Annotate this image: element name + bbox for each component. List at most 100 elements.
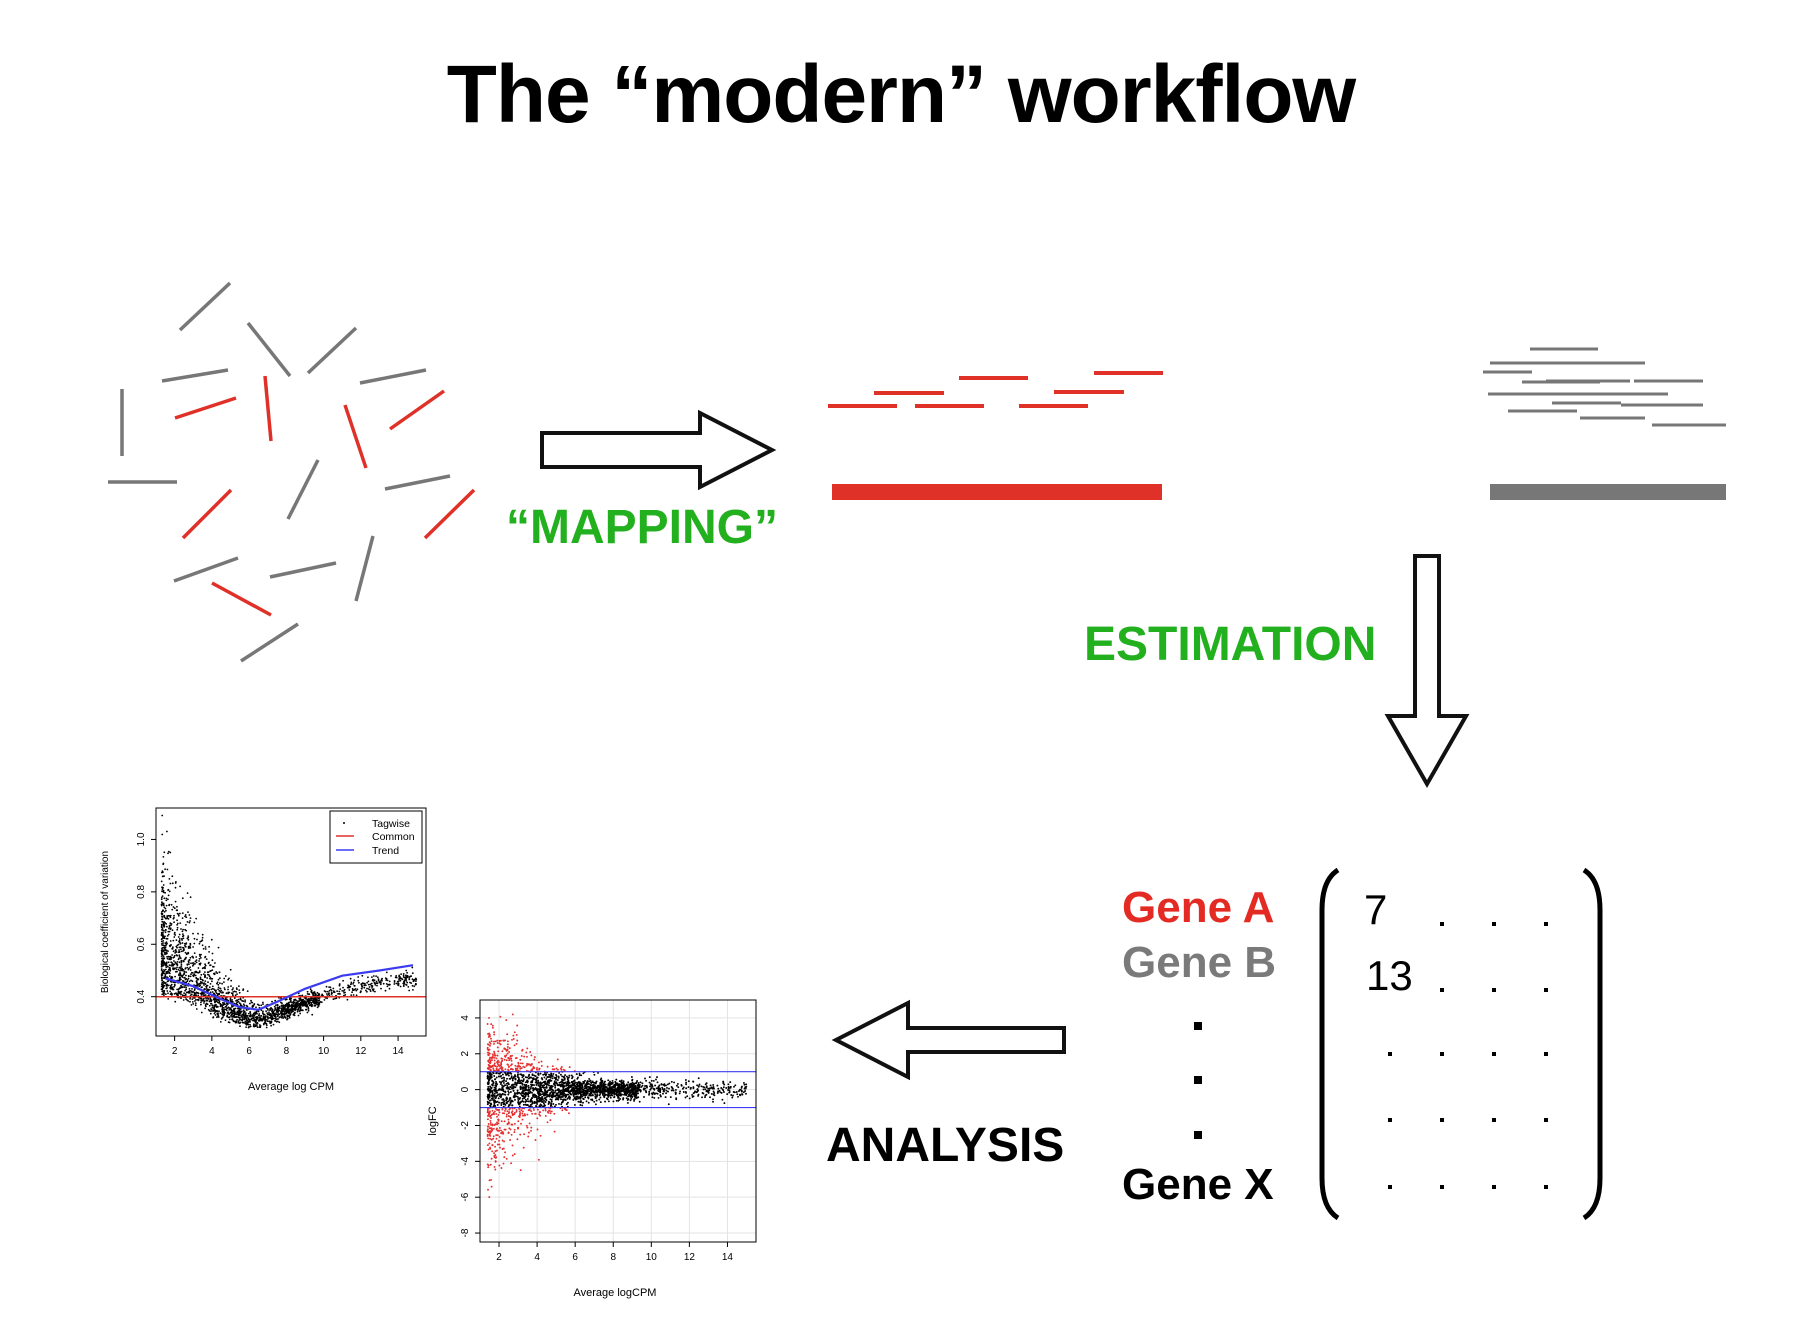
bcv-point	[296, 1010, 299, 1013]
smear-point	[489, 1044, 491, 1047]
bcv-point	[162, 933, 164, 936]
smear-point	[489, 1056, 492, 1059]
bcv-point	[413, 978, 416, 981]
smear-point	[495, 1085, 498, 1087]
smear-point	[651, 1084, 653, 1087]
bcv-point	[328, 989, 331, 992]
bcv-point	[239, 1010, 242, 1013]
smear-point	[530, 1126, 533, 1129]
smear-point	[704, 1096, 706, 1099]
bcv-point	[363, 986, 366, 989]
smear-point	[622, 1088, 625, 1091]
smear-point	[575, 1095, 578, 1098]
matrix-dot	[1440, 1185, 1444, 1189]
smear-point	[528, 1109, 531, 1112]
smear-point	[507, 1132, 510, 1134]
smear-point	[498, 1143, 501, 1146]
bcv-point	[262, 1010, 264, 1013]
smear-point	[486, 1023, 489, 1025]
bcv-point	[173, 907, 176, 910]
smear-point	[544, 1114, 547, 1117]
bcv-point	[352, 981, 355, 984]
smear-point	[498, 1126, 501, 1129]
bcv-point	[388, 980, 391, 983]
smear-point	[500, 1132, 503, 1135]
bcv-point	[194, 974, 197, 977]
bcv-point	[355, 994, 358, 997]
smear-point	[510, 1076, 513, 1079]
smear-point	[504, 1084, 507, 1087]
smear-point	[616, 1082, 619, 1085]
smear-point	[547, 1095, 549, 1098]
smear-point	[503, 1058, 506, 1061]
bcv-x-axis-label: Average log CPM	[248, 1081, 334, 1093]
smear-point	[684, 1079, 687, 1081]
smear-point	[549, 1112, 552, 1115]
smear-point	[544, 1080, 547, 1083]
bcv-point	[194, 971, 197, 973]
smear-point	[518, 1107, 521, 1110]
bcv-point	[352, 989, 354, 992]
smear-point	[595, 1095, 598, 1098]
smear-point	[494, 1054, 497, 1057]
smear-point	[486, 1133, 489, 1136]
smear-point	[494, 1140, 497, 1143]
smear-point	[555, 1081, 558, 1084]
bcv-point	[354, 988, 357, 990]
smear-point	[631, 1081, 634, 1084]
smear-point	[544, 1090, 547, 1093]
smear-point	[537, 1158, 540, 1161]
bcv-point	[217, 978, 220, 981]
bcv-point	[249, 1014, 252, 1016]
bcv-point	[233, 997, 236, 1000]
bcv-point	[169, 851, 172, 854]
smear-point	[533, 1058, 536, 1061]
smear-point	[504, 1128, 507, 1131]
bcv-point	[325, 985, 328, 988]
smear-point	[522, 1086, 525, 1089]
bcv-point	[405, 969, 408, 972]
smear-point	[494, 1040, 497, 1043]
smear-point	[686, 1095, 689, 1098]
smear-point	[544, 1101, 547, 1103]
bcv-point	[165, 987, 168, 990]
bcv-point	[179, 912, 181, 915]
bcv-point	[165, 964, 168, 967]
bcv-point	[182, 974, 184, 977]
bcv-point	[342, 979, 344, 982]
bcv-point	[311, 1013, 314, 1016]
smear-point	[494, 1101, 497, 1103]
mapped-reads-gene-a	[828, 371, 1163, 408]
smear-point	[584, 1079, 586, 1082]
smear-point	[547, 1111, 550, 1114]
smear-point	[558, 1095, 561, 1098]
smear-point	[529, 1091, 531, 1093]
bcv-point	[346, 986, 349, 989]
smear-point	[626, 1101, 629, 1104]
bcv-point	[216, 981, 219, 984]
bcv-point	[184, 967, 187, 970]
bcv-point	[163, 929, 165, 932]
bcv-point	[224, 975, 227, 977]
smear-point	[490, 1114, 493, 1116]
bcv-point	[221, 1011, 224, 1013]
bcv-point	[318, 997, 321, 999]
bcv-point	[376, 976, 379, 979]
bcv-point	[183, 986, 186, 988]
smear-point	[519, 1086, 522, 1089]
bcv-point	[236, 1018, 239, 1021]
smear-point	[543, 1076, 546, 1079]
bcv-point	[411, 984, 414, 987]
smear-point	[631, 1095, 634, 1098]
bcv-point	[414, 982, 417, 985]
bcv-point	[386, 985, 389, 988]
smear-point	[579, 1085, 582, 1088]
smear-point	[723, 1102, 726, 1105]
bcv-point	[350, 994, 353, 996]
smear-point	[516, 1065, 519, 1068]
bcv-point	[165, 909, 167, 912]
bcv-point	[379, 983, 382, 986]
bcv-point	[173, 916, 175, 919]
smear-point	[559, 1095, 562, 1098]
bcv-point	[253, 1014, 256, 1017]
